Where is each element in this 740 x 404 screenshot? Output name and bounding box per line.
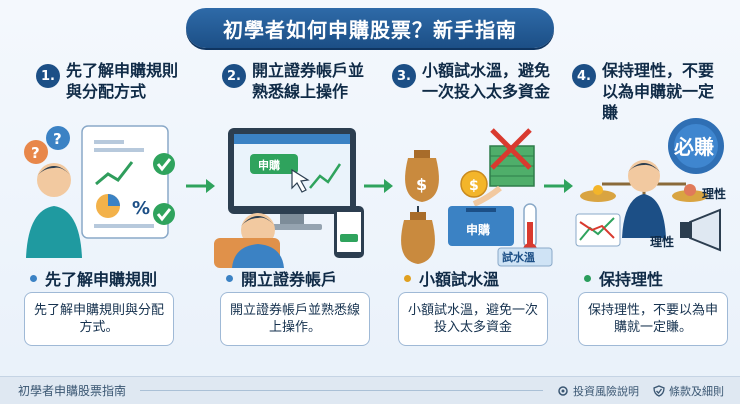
question-bubble-icon xyxy=(24,140,48,164)
percent-label: % xyxy=(132,198,150,219)
step-heading: 小額試水溫，避免一次投入太多資金 xyxy=(422,61,551,101)
bullet-dot xyxy=(30,274,37,282)
step-1: 1. 先了解申購規則與分配方式 % ? ? 先了解申購規則 xyxy=(14,60,184,360)
bullet-dot xyxy=(226,274,233,282)
small-amount-illustration: $ $ 申購 試水溫 xyxy=(401,128,553,267)
hand-icon xyxy=(472,185,502,207)
step-3-header: 3. 小額試水溫，避免一次投入太多資金 xyxy=(388,60,558,118)
title-banner: 初學者如何申購股票？新手指南 xyxy=(186,8,554,48)
step-subtitle-row: 開立證券帳戶 xyxy=(210,266,380,290)
risk-disclosure-link[interactable]: 投資風險說明 xyxy=(557,383,639,399)
step-subtitle-row: 先了解申購規則 xyxy=(14,266,184,290)
step-description: 小額試水溫，避免一次投入太多資金 xyxy=(407,303,538,335)
step-description-box: 小額試水溫，避免一次投入太多資金 xyxy=(398,292,548,346)
step-2-header: 2. 開立證券帳戶並熟悉線上操作 xyxy=(210,60,380,118)
svg-text:$: $ xyxy=(469,178,479,194)
step-4: 4. 保持理性，不要以為申購就一定賺 必賺 理性 理性 保持理 xyxy=(568,60,738,360)
step-subtitle-row: 保持理性 xyxy=(568,266,738,290)
subscribe-button-icon xyxy=(250,154,298,174)
svg-text:$: $ xyxy=(416,175,427,194)
rules-document-illustration: % ? ? xyxy=(24,125,175,258)
money-bag-icon xyxy=(405,158,439,202)
step-heading: 開立證券帳戶並熟悉線上操作 xyxy=(252,61,365,101)
check-icon xyxy=(153,203,175,225)
arrow-right-icon xyxy=(186,179,215,193)
person-icon xyxy=(37,163,71,197)
stay-rational-illustration: 必賺 理性 理性 xyxy=(575,118,726,252)
step-description: 開立證券帳戶並熟悉線上操作。 xyxy=(229,303,360,335)
megaphone-icon xyxy=(689,208,721,252)
person-icon xyxy=(628,160,660,192)
svg-text:?: ? xyxy=(31,144,40,162)
bullet-dot xyxy=(584,274,591,282)
step-4-header: 4. 保持理性，不要以為申購就一定賺 xyxy=(568,60,738,122)
step-number: 1. xyxy=(36,64,60,88)
step-number: 3. xyxy=(392,64,416,88)
check-icon xyxy=(153,153,175,175)
step-description: 保持理性，不要以為申購就一定賺。 xyxy=(587,303,718,335)
chart-line-icon xyxy=(95,161,134,186)
step-heading: 保持理性，不要以為申購就一定賺 xyxy=(602,61,715,122)
footer-links: 投資風險說明 條款及細則 xyxy=(557,383,724,399)
terms-link[interactable]: 條款及細則 xyxy=(653,383,724,399)
step-subtitle: 保持理性 xyxy=(599,270,664,289)
arrow-right-icon xyxy=(544,179,573,193)
profit-label: 必賺 xyxy=(673,135,714,159)
step-subtitle-row: 小額試水溫 xyxy=(388,266,558,290)
step-2: 2. 開立證券帳戶並熟悉線上操作 申購 開立證券帳戶 開立證券帳戶並 xyxy=(210,60,380,360)
step-description-box: 保持理性，不要以為申購就一定賺。 xyxy=(578,292,728,346)
shield-icon xyxy=(653,384,665,397)
step-description-box: 開立證券帳戶並熟悉線上操作。 xyxy=(220,292,370,346)
step-subtitle: 開立證券帳戶 xyxy=(241,270,338,289)
account-opening-illustration: 申購 xyxy=(214,128,364,268)
subscription-box-icon xyxy=(448,206,514,246)
step-3: 3. 小額試水溫，避免一次投入太多資金 $ $ 申購 xyxy=(388,60,558,360)
cursor-icon xyxy=(291,168,310,193)
step-subtitle: 先了解申購規則 xyxy=(45,270,158,289)
thermometer-label: 試水溫 xyxy=(502,250,535,264)
page-title: 初學者如何申購股票？新手指南 xyxy=(223,17,517,42)
rational-label: 理性 xyxy=(650,234,674,249)
coin-icon xyxy=(460,170,488,198)
question-bubble-icon xyxy=(46,126,70,150)
step-description: 先了解申購規則與分配方式。 xyxy=(33,303,164,335)
money-bag-icon xyxy=(401,220,435,264)
box-label: 申購 xyxy=(466,222,490,237)
step-1-header: 1. 先了解申購規則與分配方式 xyxy=(14,60,184,118)
svg-text:?: ? xyxy=(53,130,62,148)
footer-brand: 初學者申購股票指南 xyxy=(18,384,127,398)
subscribe-label: 申購 xyxy=(258,158,280,172)
footer-divider xyxy=(140,390,543,391)
step-description-box: 先了解申購規則與分配方式。 xyxy=(24,292,174,346)
arrow-right-icon xyxy=(364,179,393,193)
risk-disclosure-label: 投資風險說明 xyxy=(573,384,639,398)
step-subtitle: 小額試水溫 xyxy=(419,270,500,289)
step-number: 2. xyxy=(222,64,246,88)
bullet-dot xyxy=(404,274,411,282)
step-heading: 先了解申購規則與分配方式 xyxy=(66,61,179,101)
step-number: 4. xyxy=(572,64,596,88)
steps-row: 1. 先了解申購規則與分配方式 % ? ? 先了解申購規則 xyxy=(14,60,728,360)
rational-label: 理性 xyxy=(702,186,726,201)
gear-icon xyxy=(558,385,568,396)
footer-bar: 初學者申購股票指南 投資風險說明 條款及細則 xyxy=(0,376,740,404)
terms-label: 條款及細則 xyxy=(669,384,724,398)
